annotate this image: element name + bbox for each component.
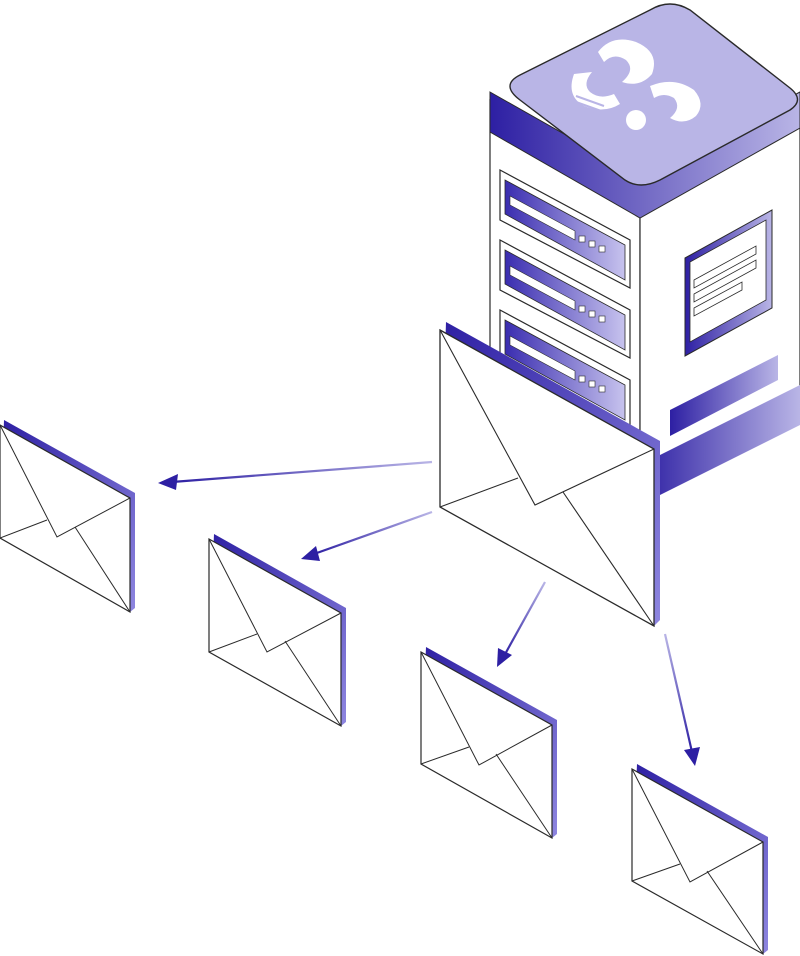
envelope-icon	[0, 420, 135, 614]
indicator-light	[578, 305, 586, 313]
arrow-icon	[497, 581, 546, 667]
indicator-light	[588, 380, 596, 388]
server-side-panel	[684, 209, 773, 357]
server-base-band	[640, 385, 800, 505]
recipient-envelopes	[0, 420, 768, 956]
rack-unit-2	[499, 238, 631, 359]
brand-logo	[571, 39, 701, 130]
envelope-icon	[631, 764, 768, 956]
indicator-light	[598, 245, 606, 253]
arrow-icon	[301, 510, 433, 561]
envelope-icon	[420, 647, 557, 840]
source-envelope	[439, 322, 660, 628]
server-side-slot	[670, 355, 778, 436]
envelope-icon	[208, 534, 346, 728]
arrows	[158, 460, 700, 766]
indicator-light	[598, 385, 606, 393]
rack-unit-3	[499, 308, 631, 429]
indicator-light	[578, 235, 586, 243]
rack-unit-1	[499, 168, 631, 289]
arrow-icon	[158, 460, 433, 490]
indicator-light	[578, 375, 586, 383]
indicator-light	[588, 240, 596, 248]
indicator-light	[598, 315, 606, 323]
indicator-light	[588, 310, 596, 318]
arrow-icon	[663, 633, 700, 766]
envelope-icon	[439, 322, 660, 628]
